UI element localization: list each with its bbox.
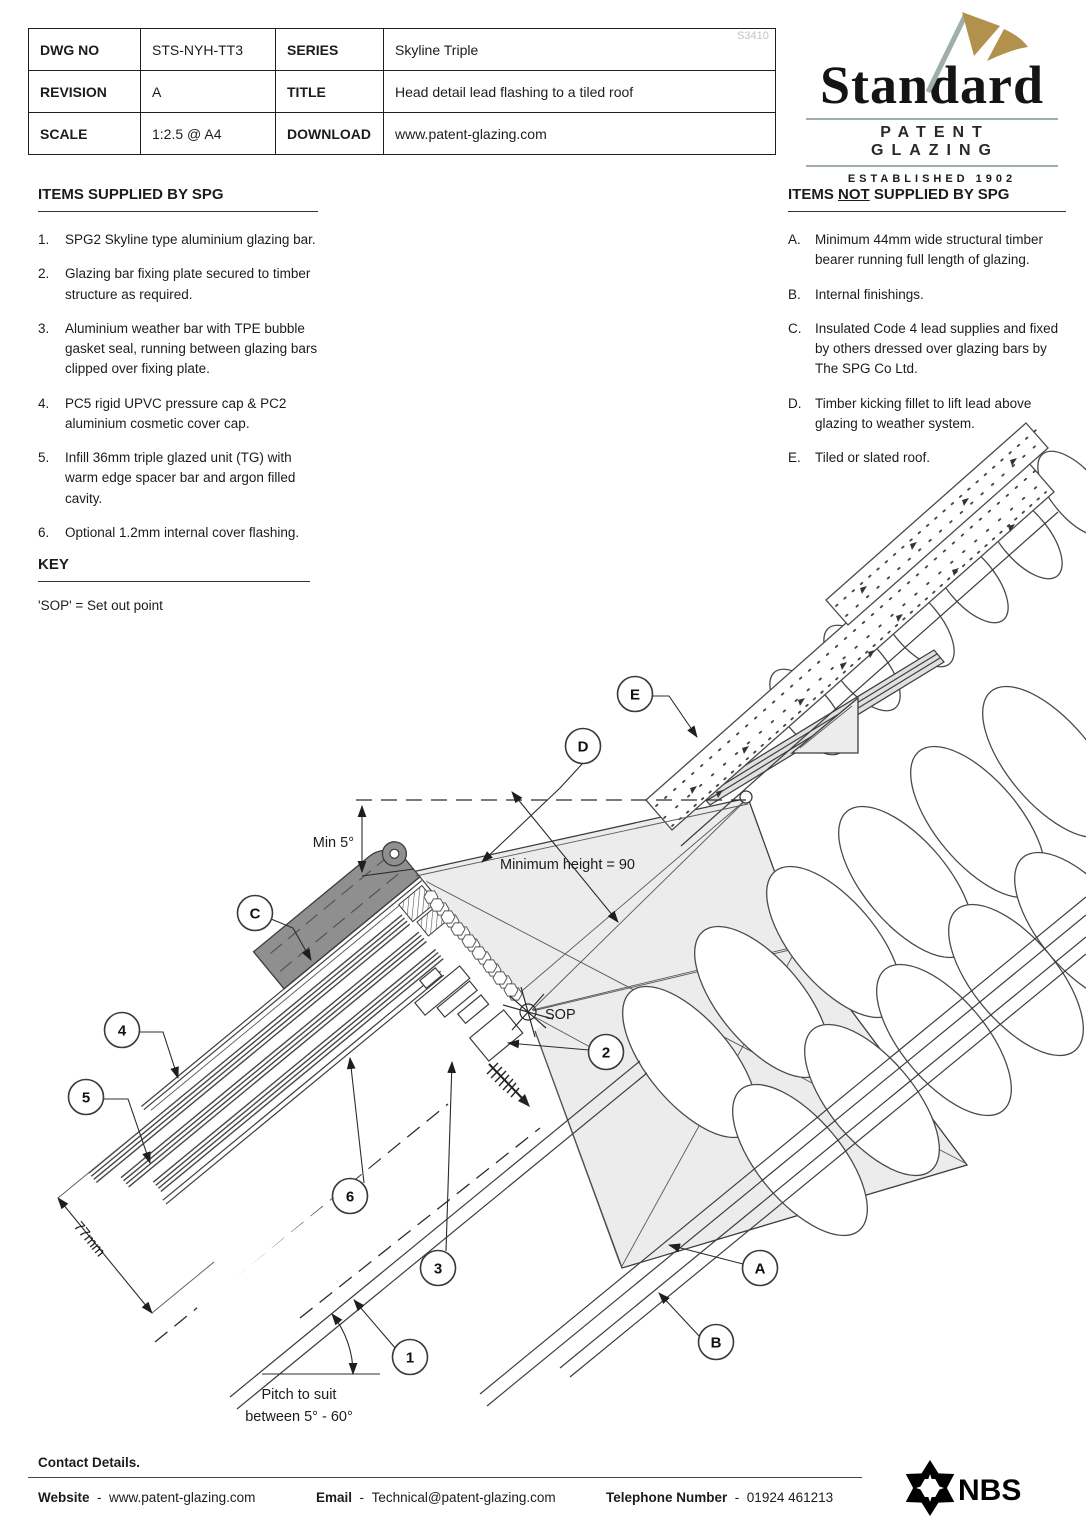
company-logo: Standard PATENT GLAZING ESTABLISHED 1902 [806,12,1058,185]
list-item: B.Internal finishings. [788,286,924,302]
key-section: KEY 'SOP' = Set out point [38,556,310,613]
nbs-wordmark: NBS [958,1474,1021,1507]
svg-text:6: 6 [346,1189,354,1206]
svg-text:5: 5 [82,1090,90,1107]
list-item: 6.Optional 1.2mm internal cover flashing… [38,524,300,540]
items-supplied-heading: ITEMS SUPPLIED BY SPG [38,186,318,212]
insulation-rolls [622,450,1086,1237]
series-label: SERIES [275,28,384,71]
callout-1: 1 [391,1338,429,1376]
title-block: DWG NO STS-NYH-TT3 SERIES Skyline Triple… [28,28,776,155]
callout-A: A [741,1249,779,1287]
list-item: A.Minimum 44mm wide structural timber be… [788,232,1044,268]
list-item: D.Timber kicking fillet to lift lead abo… [788,395,1032,431]
list-item: 4.PC5 rigid UPVC pressure cap & PC2 alum… [38,395,287,431]
min-height-label: Minimum height = 90 [500,857,635,873]
scale-value: 1:2.5 @ A4 [140,112,276,155]
svg-text:1: 1 [406,1350,414,1367]
footer-email: Email - Technical@patent-glazing.com [316,1490,556,1505]
sop-label: SOP [545,1007,576,1023]
leader-lines [103,695,744,1350]
list-item: 1.SPG2 Skyline type aluminium glazing ba… [38,232,316,247]
callout-2: 2 [587,1033,625,1071]
svg-text:C: C [250,906,261,923]
fixing-screw [486,1062,530,1107]
email-link[interactable]: Technical@patent-glazing.com [371,1490,556,1505]
list-item: 2.Glazing bar fixing plate secured to ti… [38,266,311,302]
revision-label: REVISION [28,70,141,113]
footer-telephone: Telephone Number - 01924 461213 [606,1490,834,1505]
svg-text:A: A [755,1261,766,1278]
items-supplied-section: ITEMS SUPPLIED BY SPG 1.SPG2 Skyline typ… [38,186,318,557]
download-value[interactable]: www.patent-glazing.com [383,112,776,155]
sop-marker [502,986,554,1038]
contact-details-heading: Contact Details. [38,1455,141,1470]
kicking-fillet-lead [699,649,945,806]
pitch-label-1: Pitch to suit [262,1387,337,1403]
callout-5: 5 [67,1078,105,1116]
title-value: Head detail lead flashing to a tiled roo… [383,70,776,113]
items-not-supplied-section: ITEMS NOT SUPPLIED BY SPG A.Minimum 44mm… [788,186,1066,482]
list-item: 3.Aluminium weather bar with TPE bubble … [38,320,318,377]
callout-B: B [697,1323,735,1361]
svg-text:E: E [630,687,640,704]
svg-text:2: 2 [602,1045,610,1062]
dim-77mm-label: 77mm [70,1219,108,1260]
list-item: 5.Infill 36mm triple glazed unit (TG) wi… [38,450,296,506]
glazing-assembly [75,841,544,1309]
logo-subtitle: PATENT GLAZING [806,118,1058,167]
triple-glazed-unit [88,914,444,1193]
internal-cover-flashing [162,970,445,1205]
footer-website: Website - www.patent-glazing.com [38,1490,256,1505]
fixing-plate [414,965,524,1062]
svg-text:3: 3 [434,1261,442,1278]
dwg-no-value: STS-NYH-TT3 [140,28,276,71]
nbs-flower-icon [905,1460,955,1516]
svg-text:B: B [711,1335,722,1352]
flag-icon [925,12,1028,94]
key-heading: KEY [38,556,310,582]
scale-label: SCALE [28,112,141,155]
download-label: DOWNLOAD [275,112,384,155]
telephone-value: 01924 461213 [746,1490,834,1505]
items-not-supplied-heading: ITEMS NOT SUPPLIED BY SPG [788,186,1066,212]
callout-4: 4 [103,1011,141,1049]
pitch-label-2: between 5° - 60° [245,1409,353,1425]
revision-value: A [140,70,276,113]
tiled-roof [645,422,1059,847]
list-item: E.Tiled or slated roof. [788,450,931,465]
series-value: Skyline Triple [383,28,776,71]
logo-established: ESTABLISHED 1902 [847,173,1017,185]
min5-label: Min 5° [313,835,354,851]
svg-text:D: D [578,739,589,756]
callout-E: E [616,675,654,713]
svg-text:4: 4 [118,1023,127,1040]
callout-D: D [564,727,602,765]
sheet-watermark: S3410 [737,30,769,42]
callout-6: 6 [331,1177,369,1215]
footer-rule [28,1477,862,1478]
callout-C: C [236,894,274,932]
dwg-no-label: DWG NO [28,28,141,71]
callout-3: 3 [419,1249,457,1287]
nbs-logo: NBS [905,1460,1021,1516]
website-link[interactable]: www.patent-glazing.com [109,1490,256,1505]
title-label: TITLE [275,70,384,113]
key-text: 'SOP' = Set out point [38,598,163,613]
callouts: E D C 4 5 2 6 3 1 A B [67,675,779,1376]
list-item: C.Insulated Code 4 lead supplies and fix… [788,320,1059,377]
